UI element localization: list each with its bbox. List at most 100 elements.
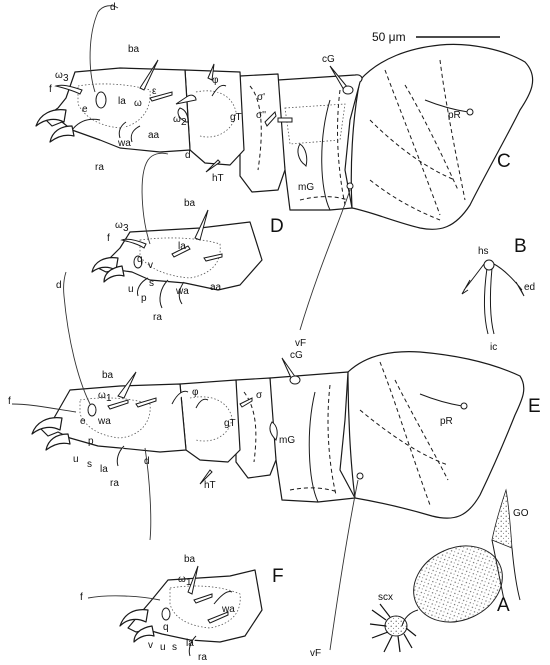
f-label-q: q [163, 622, 169, 633]
d-label-omega3: ω [115, 220, 123, 231]
c-seta-vf [299, 189, 351, 331]
e-trochanter [347, 351, 525, 519]
c-label-e: e [82, 104, 88, 115]
e-labels: d f ba ω 1 φ cG σ e wa gT pR p u s la ra… [8, 280, 453, 659]
panel-c: d ω 3 f ba e la ε ω φ σ' σ'' gT cG pR ω … [35, 2, 534, 349]
panel-f: ba ω 1 f wa q v u s la ra F [80, 554, 284, 663]
e-label-mg: mG [279, 435, 295, 446]
panel-f-letter: F [272, 566, 284, 587]
panel-b: hs ed ic B [461, 236, 535, 353]
e-label-s: s [87, 459, 92, 470]
c-label-gt: gT [230, 112, 242, 123]
svg-text:3: 3 [123, 223, 129, 234]
c-label-f: f [49, 84, 52, 95]
panel-b-letter: B [514, 236, 527, 257]
f-label-f: f [80, 592, 83, 603]
e-seta-ba [117, 371, 137, 399]
c-label-wa: wa [117, 138, 131, 149]
panel-a: scx GO A [369, 488, 529, 653]
c-label-la: la [118, 96, 126, 107]
a-gland-body [413, 545, 503, 623]
e-label-d: d [56, 280, 62, 291]
c-label-sigma2: σ'' [256, 110, 266, 121]
a-setae [369, 603, 417, 653]
c-seta-e [95, 91, 107, 109]
d-label-wa: wa [175, 286, 189, 297]
f-label-u: u [160, 642, 166, 653]
d-label-ba: ba [184, 198, 196, 209]
c-label-omega2: ω [173, 114, 181, 125]
f-label-ra: ra [198, 652, 207, 663]
d-label-v: v [148, 260, 153, 271]
c-label-ba: ba [128, 44, 140, 55]
b-label-ed: ed [524, 282, 535, 293]
f-label-v: v [148, 640, 153, 651]
panel-a-letter: A [497, 595, 510, 616]
svg-text:1: 1 [106, 393, 112, 404]
d-label-p: p [141, 293, 147, 304]
f-seta-f [87, 595, 161, 601]
d-seta-ba [194, 209, 209, 241]
c-label-pr: pR [448, 110, 461, 121]
d-label-aa: aa [210, 282, 222, 293]
c-seta-d [89, 5, 119, 93]
c-label-phi: φ [212, 75, 219, 86]
e-label-e: e [80, 416, 86, 427]
c-label-ra: ra [95, 162, 104, 173]
d-label-u: u [128, 284, 134, 295]
d-labels: d ω 3 f ba la q v s u p wa aa ra [107, 150, 222, 323]
e-label-vf: vF [310, 648, 321, 659]
e-seta-vf [329, 479, 359, 651]
c-label-omega3: ω [55, 70, 63, 81]
e-label-omega1: ω [98, 390, 106, 401]
f-label-la: la [186, 638, 194, 649]
c-labels: d ω 3 f ba e la ε ω φ σ' σ'' gT cG pR ω … [49, 2, 461, 349]
c-label-aa: aa [148, 130, 160, 141]
f-labels: ba ω 1 f wa q v u s la ra [80, 554, 235, 663]
b-hs [483, 259, 495, 271]
e-label-p: p [88, 436, 94, 447]
a-label-scx: scx [378, 592, 393, 603]
panel-e-letter: E [528, 396, 541, 417]
svg-text:2: 2 [181, 117, 187, 128]
svg-text:1: 1 [186, 577, 192, 588]
c-label-epsilon: ε [152, 86, 157, 97]
f-label-ba: ba [184, 554, 196, 565]
c-femur [277, 74, 363, 211]
d-seta-d [141, 152, 169, 245]
d-label-q: q [137, 254, 143, 265]
d-label-s: s [149, 278, 154, 289]
d-label-ra: ra [153, 312, 162, 323]
e-label-ht: hT [204, 480, 216, 491]
c-label-ht: hT [212, 173, 224, 184]
e-label-la: la [100, 464, 108, 475]
e-label-cg: cG [290, 350, 303, 361]
scale-bar-label: 50 μm [372, 30, 406, 44]
f-seta-ba [187, 565, 199, 595]
c-trochanter [350, 43, 534, 230]
e-seta-f [11, 403, 77, 413]
c-label-cg: cG [322, 54, 335, 65]
panel-e: d f ba ω 1 φ cG σ e wa gT pR p u s la ra… [8, 271, 541, 659]
c-seta-ba [139, 59, 159, 91]
a-go-spine [491, 488, 513, 549]
f-label-omega1: ω [178, 574, 186, 585]
d-label-la: la [178, 241, 186, 252]
e-label-d2: d [144, 456, 150, 467]
c-label-vf: vF [295, 338, 306, 349]
e-label-pr: pR [440, 416, 453, 427]
c-label-mg: mG [298, 182, 314, 193]
a-label-go: GO [513, 508, 529, 519]
e-label-ba: ba [102, 370, 114, 381]
panel-d-letter: D [270, 216, 284, 237]
panel-c-letter: C [497, 151, 511, 172]
b-labels: hs ed ic [478, 246, 535, 353]
c-label-sigma1: σ' [257, 92, 265, 103]
c-genu [239, 73, 286, 193]
c-claw [35, 109, 67, 127]
panel-d: d ω 3 f ba la q v s u p wa aa ra D [91, 150, 284, 323]
svg-text:3: 3 [63, 73, 69, 84]
e-label-phi: φ [192, 387, 199, 398]
